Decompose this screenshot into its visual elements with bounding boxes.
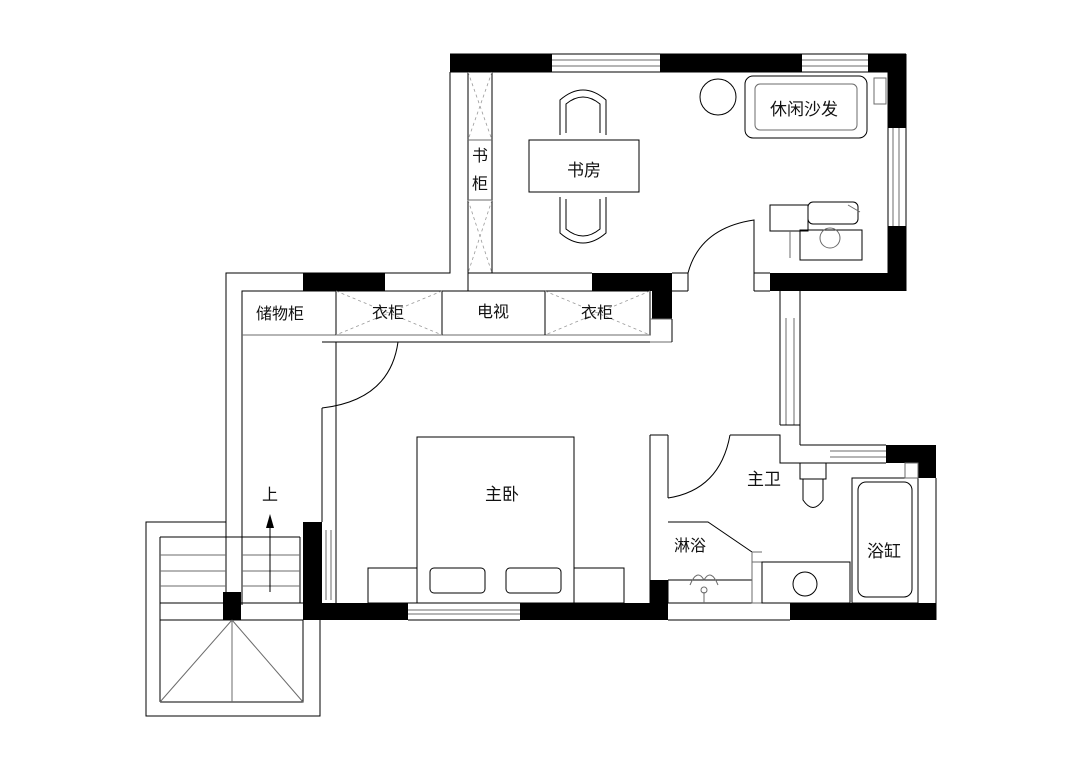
label-wardrobe-right: 衣柜 <box>581 303 613 322</box>
label-study: 书房 <box>567 161 601 181</box>
staircase <box>145 514 321 717</box>
label-stairs-up: 上 <box>262 485 278 504</box>
stairs-up-arrow-icon <box>266 514 274 528</box>
bedroom-furniture <box>321 341 625 604</box>
solid-walls <box>223 54 936 620</box>
label-lounge-sofa: 休闲沙发 <box>770 100 838 120</box>
wardrobe-row <box>241 290 673 343</box>
bathroom-furniture <box>667 434 919 604</box>
study-furniture <box>467 71 887 274</box>
label-bookcase-top: 书 <box>472 146 488 165</box>
room-labels: 书房 休闲沙发 书 柜 储物柜 衣柜 电视 衣柜 主卧 主卫 淋浴 浴缸 上 <box>256 100 901 562</box>
label-shower: 淋浴 <box>674 536 706 555</box>
label-bookcase-bottom: 柜 <box>472 174 488 193</box>
label-bathtub: 浴缸 <box>867 541 901 562</box>
label-master-bedroom: 主卧 <box>485 485 519 505</box>
label-storage-cabinet: 储物柜 <box>256 304 304 323</box>
label-wardrobe-left: 衣柜 <box>372 303 404 322</box>
label-tv: 电视 <box>477 302 509 321</box>
label-master-bathroom: 主卫 <box>747 470 781 490</box>
wall-outlines <box>225 53 937 621</box>
